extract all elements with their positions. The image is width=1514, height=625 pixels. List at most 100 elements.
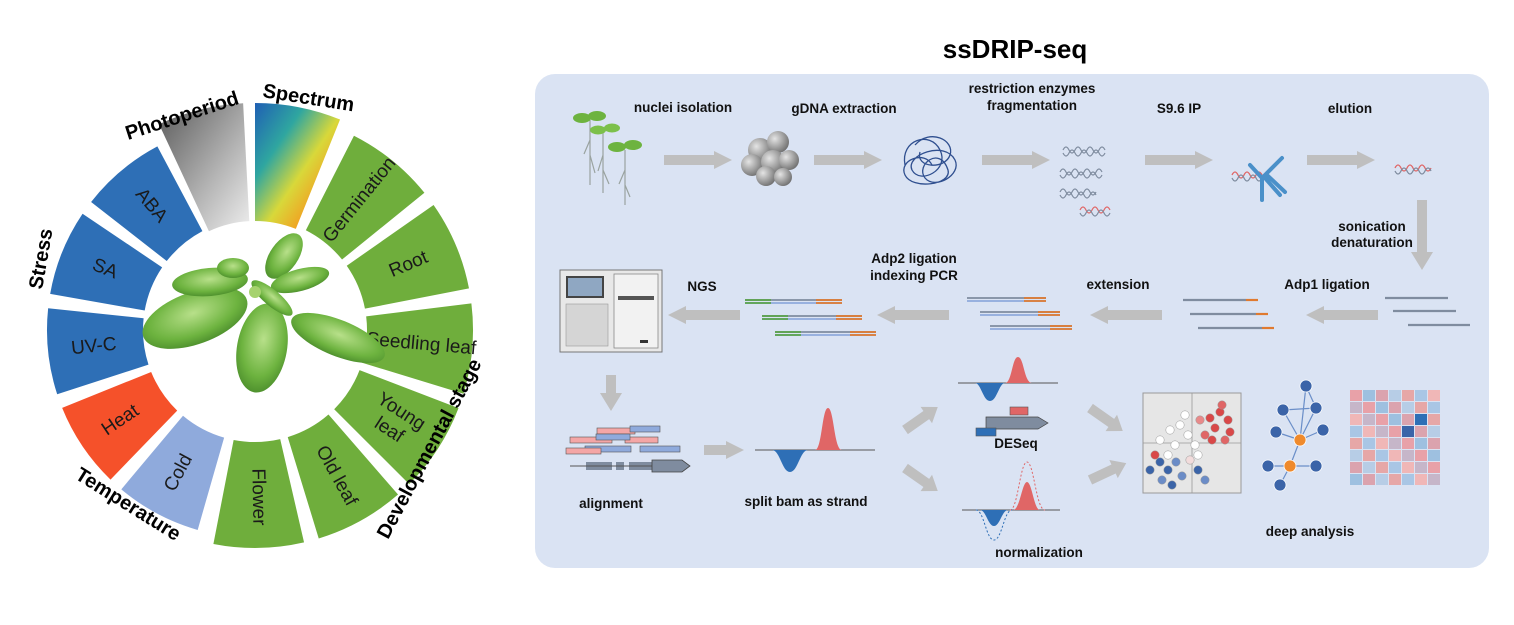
scatter-point — [1205, 413, 1215, 423]
heatmap-cell — [1389, 474, 1401, 485]
heatmap-cell — [1350, 426, 1362, 437]
arabidopsis-plant-icon — [142, 233, 385, 393]
scatter-point — [1155, 457, 1165, 467]
flow-arrow-icon — [902, 406, 938, 435]
scatter-point — [1217, 400, 1227, 410]
heatmap-cell — [1389, 462, 1401, 473]
label-fragmentation: fragmentation — [987, 98, 1077, 113]
network-node — [1309, 401, 1323, 415]
label-nuclei-isolation: nuclei isolation — [634, 100, 732, 115]
scatter-point — [1171, 457, 1181, 467]
flow-arrows — [600, 151, 1433, 492]
label-sonication: sonication — [1338, 219, 1406, 234]
heatmap-cell — [1415, 390, 1427, 401]
flow-arrow-icon — [814, 151, 882, 169]
strand-peaks-icon — [755, 408, 875, 472]
scatter-point — [1170, 440, 1180, 450]
wedge-aba — [91, 146, 203, 262]
heatmap-cell — [1350, 474, 1362, 485]
scatter-point — [1225, 427, 1235, 437]
dna-fragments-icon — [1059, 146, 1111, 217]
heatmap-cell — [1402, 450, 1414, 461]
label-split-bam: split bam as strand — [744, 494, 867, 509]
network-node — [1261, 459, 1275, 473]
heatmap-cell — [1376, 450, 1388, 461]
flow-arrow-icon — [1090, 306, 1162, 324]
label-denaturation: denaturation — [1331, 235, 1413, 250]
heatmap-cell — [1363, 390, 1375, 401]
scatter-plot-icon — [1142, 392, 1242, 494]
network-node — [1299, 379, 1313, 393]
gdna-tangle-icon — [903, 136, 957, 185]
heatmap-cell — [1402, 474, 1414, 485]
figure-title: ssDRIP-seq — [943, 34, 1088, 64]
scatter-point — [1157, 475, 1167, 485]
heatmap-cell — [1428, 450, 1440, 461]
heatmap-cell — [1402, 462, 1414, 473]
sequencer-icon — [559, 269, 663, 353]
scatter-point — [1193, 450, 1203, 460]
scatter-point — [1200, 475, 1210, 485]
flow-arrow-icon — [1307, 151, 1375, 169]
scatter-point — [1220, 435, 1230, 445]
network-node — [1269, 425, 1283, 439]
heatmap-cell — [1350, 462, 1362, 473]
scatter-point — [1195, 415, 1205, 425]
heatmap-cell — [1402, 438, 1414, 449]
network-node — [1309, 459, 1323, 473]
scatter-point — [1163, 465, 1173, 475]
wedge-root — [346, 204, 469, 309]
heatmap-cell — [1363, 414, 1375, 425]
label-adp1-ligation: Adp1 ligation — [1284, 277, 1370, 292]
seedlings-icon — [573, 111, 642, 205]
category-stress: Stress — [25, 227, 57, 291]
heatmap-cell — [1428, 426, 1440, 437]
label-restriction-enzymes: restriction enzymes — [969, 81, 1096, 96]
wedge-young-leaf — [334, 370, 459, 485]
label-gdna-extraction: gDNA extraction — [791, 101, 896, 116]
network-node — [1276, 403, 1290, 417]
library-fragments — [745, 296, 1470, 336]
flow-arrow-icon — [877, 306, 949, 324]
label-elution: elution — [1328, 101, 1372, 116]
heatmap-cell — [1350, 402, 1362, 413]
wedge-germination — [305, 135, 425, 260]
heatmap-cell — [1376, 462, 1388, 473]
heatmap-cell — [1428, 462, 1440, 473]
heatmap-cell — [1428, 402, 1440, 413]
heatmap-cell — [1376, 474, 1388, 485]
scatter-point — [1145, 465, 1155, 475]
wedge-flower-label: Flower — [247, 468, 269, 526]
heatmap-cell — [1376, 402, 1388, 413]
scatter-point — [1207, 435, 1217, 445]
heatmap-cell — [1415, 414, 1427, 425]
heatmap-cell — [1376, 414, 1388, 425]
flow-arrow-icon — [668, 306, 740, 324]
heatmap-cell — [1363, 438, 1375, 449]
heatmap-cell — [1428, 390, 1440, 401]
heatmap-cell — [1402, 426, 1414, 437]
scatter-point — [1210, 423, 1220, 433]
heatmap-cell — [1402, 414, 1414, 425]
label-s96-ip: S9.6 IP — [1157, 101, 1201, 116]
alignment-icon — [565, 425, 691, 473]
heatmap-cell — [1363, 450, 1375, 461]
wedge-uv-c-label: UV-C — [70, 334, 117, 360]
wedge-uv-c — [47, 308, 149, 395]
flow-arrow-icon — [1087, 403, 1123, 432]
heatmap-cell — [1376, 426, 1388, 437]
scatter-point — [1163, 450, 1173, 460]
heatmap-cell — [1415, 438, 1427, 449]
heatmap-cell — [1389, 450, 1401, 461]
label-indexing-pcr: indexing PCR — [870, 268, 958, 283]
heatmap-cell — [1389, 402, 1401, 413]
flow-arrow-icon — [1306, 306, 1378, 324]
scatter-point — [1183, 430, 1193, 440]
flow-arrow-icon — [1411, 200, 1433, 270]
heatmap-cell — [1389, 438, 1401, 449]
scatter-point — [1177, 471, 1187, 481]
flow-arrow-icon — [600, 375, 622, 411]
antibody-icon — [1231, 156, 1287, 202]
label-alignment: alignment — [579, 496, 643, 511]
heatmap-cell — [1363, 474, 1375, 485]
